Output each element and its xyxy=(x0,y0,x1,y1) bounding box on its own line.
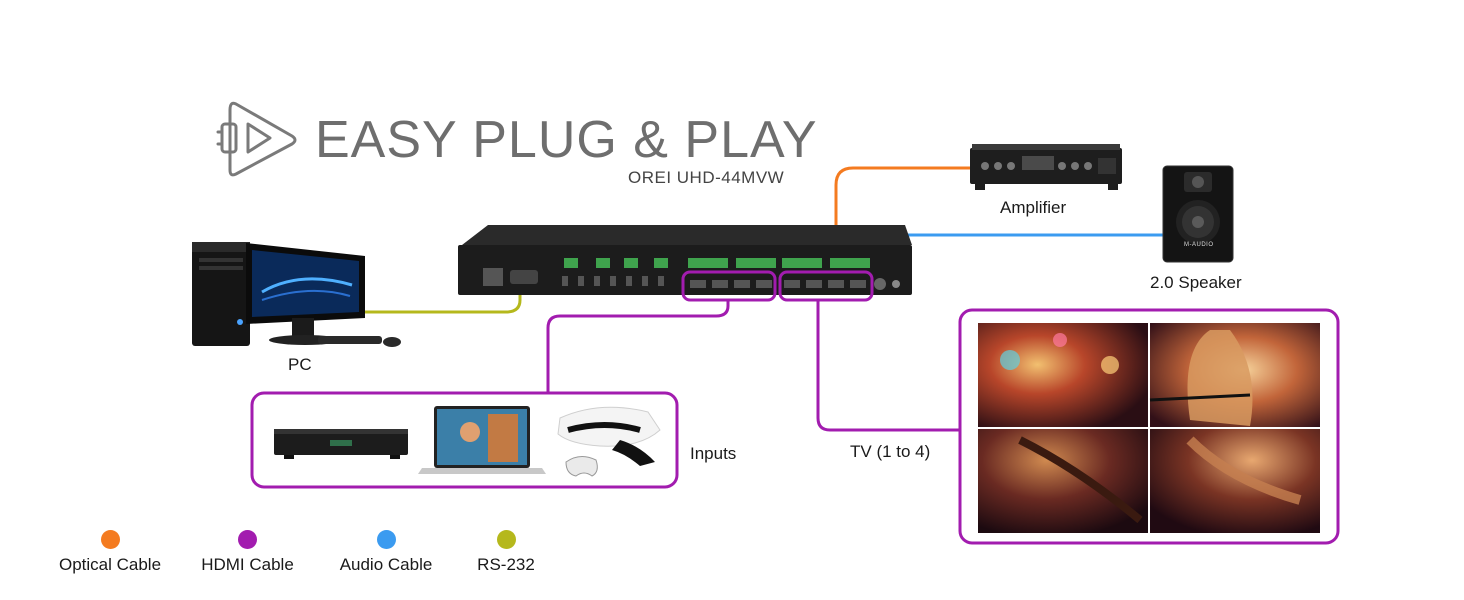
legend-audio-label: Audio Cable xyxy=(339,555,433,574)
legend-audio: Audio Cable xyxy=(328,530,444,575)
laptop-device xyxy=(418,406,546,474)
pc-device xyxy=(192,242,401,347)
inputs-label: Inputs xyxy=(690,444,737,463)
hdmi-matrix-device xyxy=(458,225,912,302)
legend-rs232: RS-232 xyxy=(470,530,542,575)
optical-cable-line xyxy=(834,166,972,262)
legend-optical-dot xyxy=(100,530,120,549)
amplifier-device xyxy=(970,144,1122,190)
rs232-cable-line xyxy=(365,290,522,314)
game-console-device xyxy=(557,406,661,477)
legend-hdmi-dot xyxy=(238,530,257,549)
bluray-player-device xyxy=(274,429,408,459)
legend-hdmi: HDMI Cable xyxy=(190,530,305,575)
legend-hdmi-label: HDMI Cable xyxy=(201,555,294,574)
tv-wall-box xyxy=(958,308,1340,545)
hdmi-input-line xyxy=(546,300,730,393)
speaker-brand: M-AUDIO xyxy=(1184,242,1214,248)
legend-audio-dot xyxy=(376,530,396,549)
inputs-box xyxy=(250,391,679,489)
tv-screen-3 xyxy=(978,429,1148,533)
speaker-label: 2.0 Speaker xyxy=(1150,273,1242,292)
model-name: OREI UHD-44MVW xyxy=(628,168,785,187)
tv-screen-4 xyxy=(1150,429,1320,533)
legend-rs232-label: RS-232 xyxy=(477,555,535,574)
amplifier-label: Amplifier xyxy=(1000,198,1067,217)
tv-screens xyxy=(978,323,1320,533)
pc-label: PC xyxy=(288,355,312,374)
plug-play-icon xyxy=(216,101,297,177)
page-title: EASY PLUG & PLAY xyxy=(315,111,818,169)
legend-optical-label: Optical Cable xyxy=(58,555,162,574)
tv-label: TV (1 to 4) xyxy=(850,442,931,461)
speaker-device xyxy=(1162,165,1234,263)
legend-rs232-dot xyxy=(496,530,516,549)
hdmi-output-line xyxy=(816,300,960,432)
legend-optical: Optical Cable xyxy=(50,530,170,575)
